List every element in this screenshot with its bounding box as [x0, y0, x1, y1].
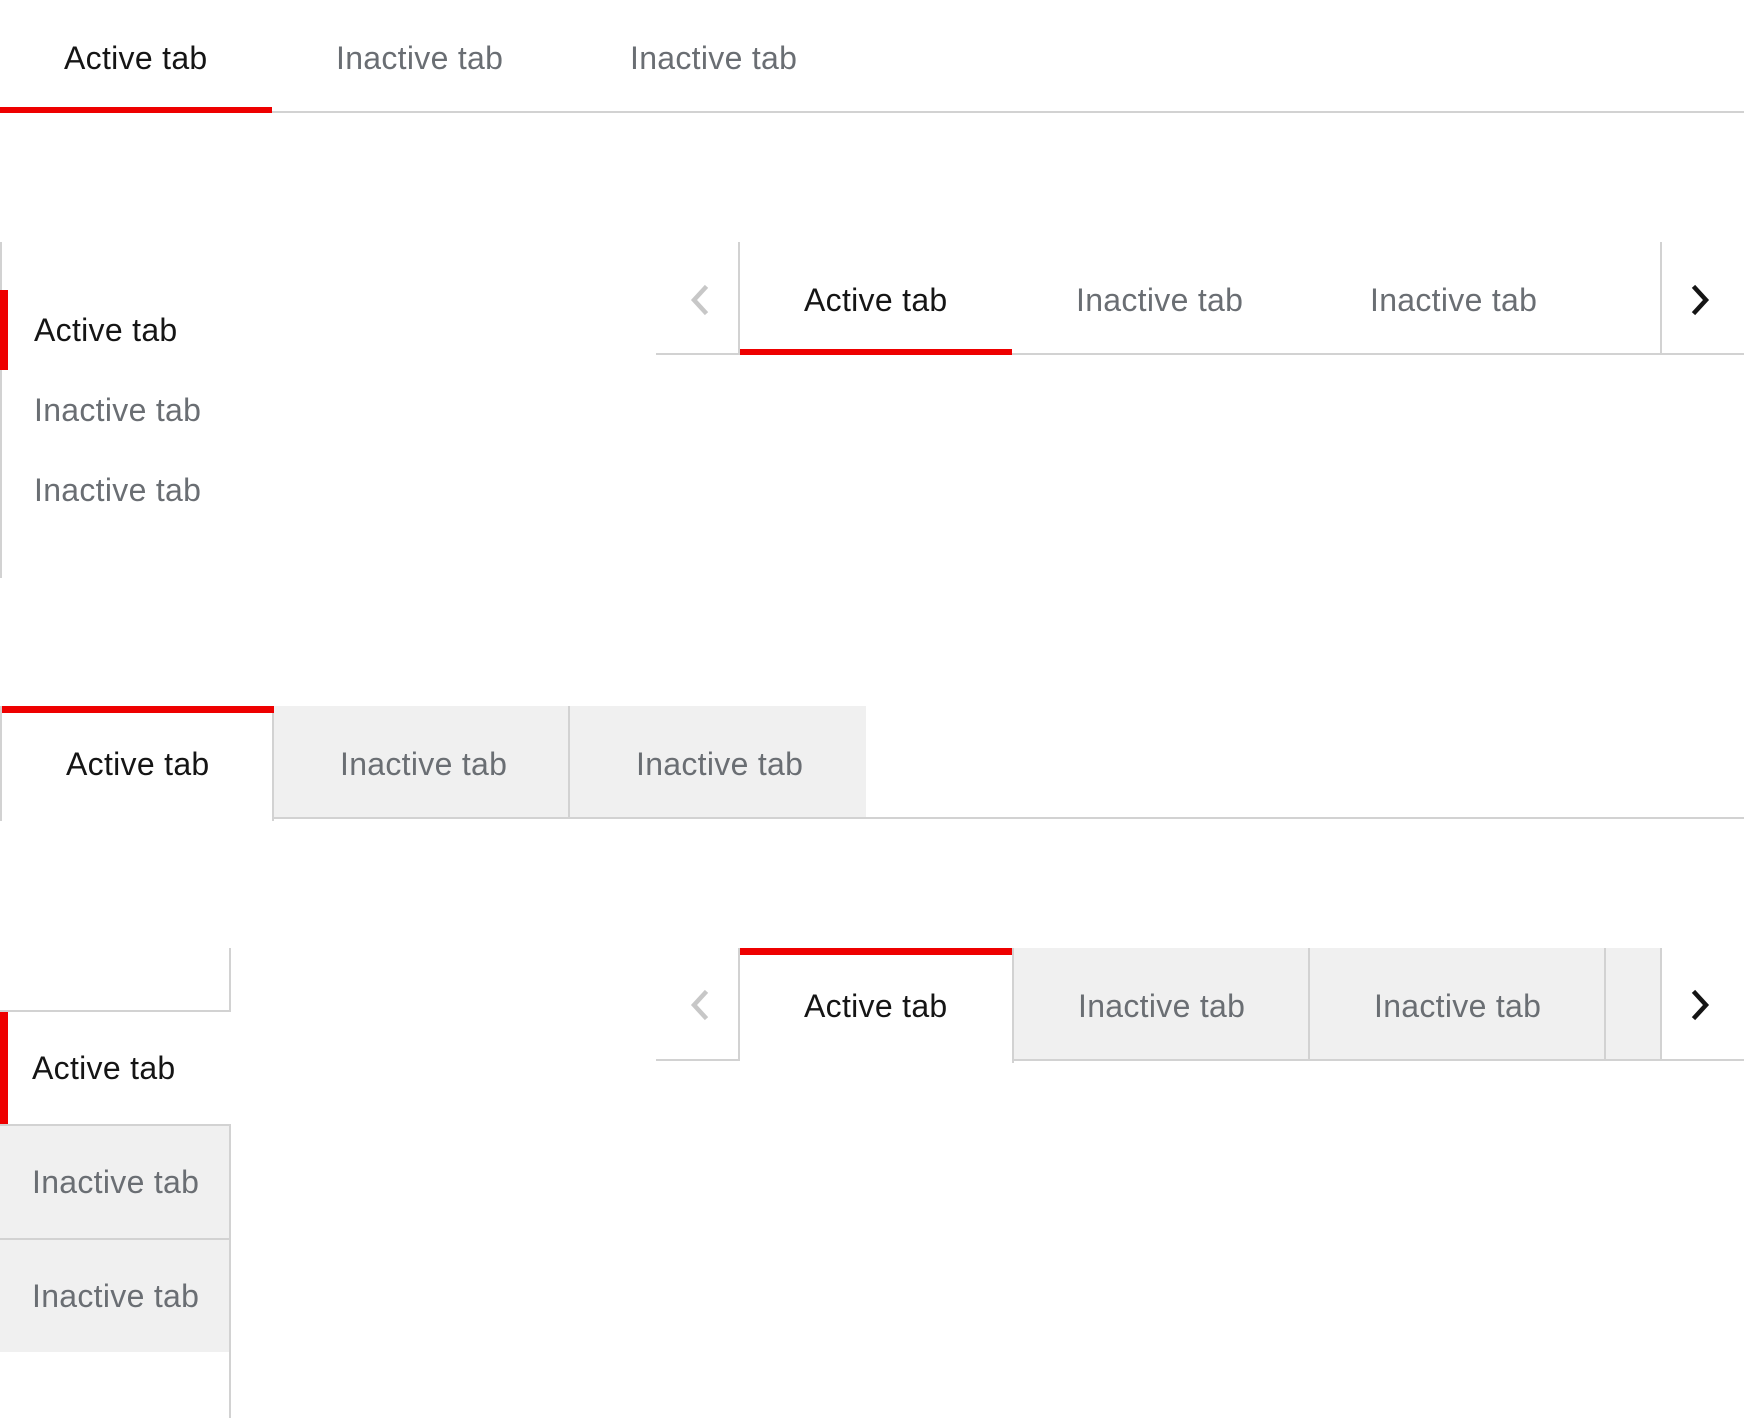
tab-label: Inactive tab — [630, 40, 798, 76]
tab-label: Inactive tab — [32, 1278, 200, 1314]
scroll-right-button[interactable] — [1662, 948, 1744, 1061]
tab-divider — [0, 1238, 231, 1240]
vertical-tabs-border — [229, 1124, 231, 1418]
tab-label: Inactive tab — [636, 746, 804, 782]
filled-tabs: Active tab Inactive tab Inactive tab — [0, 706, 1744, 821]
tab-inactive-1[interactable]: Inactive tab — [0, 1126, 229, 1238]
active-tab-indicator — [0, 107, 272, 113]
active-tab-indicator — [740, 948, 1012, 955]
scroll-left-divider — [738, 948, 740, 1061]
active-tab-indicator — [0, 1012, 8, 1124]
tab-active[interactable]: Active tab — [0, 706, 274, 821]
tab-label: Active tab — [32, 1050, 176, 1086]
tab-label: Active tab — [804, 988, 948, 1024]
active-tab-top-border — [0, 1010, 231, 1012]
vertical-tabs: Active tab Inactive tab Inactive tab — [0, 242, 300, 578]
scrollable-tabs: Active tab Inactive tab Inactive tab — [656, 242, 1744, 357]
tab-inactive-2[interactable]: Inactive tab — [1306, 242, 1600, 355]
tabs-bottom-border — [0, 111, 1744, 113]
tab-inactive-1[interactable]: Inactive tab — [274, 706, 570, 819]
tab-label: Inactive tab — [340, 746, 508, 782]
tabs-bottom-border-right — [1014, 1059, 1744, 1061]
tab-label: Inactive tab — [1370, 282, 1538, 318]
scroll-left-divider — [738, 242, 740, 355]
tab-inactive-2[interactable]: Inactive tab — [1310, 948, 1606, 1061]
tab-label: Inactive tab — [1078, 988, 1246, 1024]
tab-label: Inactive tab — [34, 472, 202, 508]
active-tab-indicator — [0, 290, 8, 370]
tab-inactive-2[interactable]: Inactive tab — [0, 450, 300, 530]
filled-scrollable-tabs: Active tab Inactive tab Inactive tab — [656, 948, 1744, 1063]
scroll-right-divider — [1660, 242, 1662, 355]
tab-inactive-1[interactable]: Inactive tab — [1012, 242, 1306, 355]
tab-active[interactable]: Active tab — [740, 242, 1012, 355]
scroll-left-button[interactable] — [656, 242, 740, 355]
scroll-right-divider — [1660, 948, 1662, 1061]
tab-active[interactable]: Active tab — [0, 1012, 231, 1124]
vertical-tabs-border-top — [229, 948, 231, 1012]
tab-inactive-2[interactable]: Inactive tab — [570, 706, 866, 819]
tab-label: Inactive tab — [1076, 282, 1244, 318]
tabs-bottom-border-left — [656, 1059, 740, 1061]
scroll-left-button[interactable] — [656, 948, 740, 1061]
tab-inactive-1[interactable]: Inactive tab — [272, 0, 566, 113]
tab-label: Active tab — [64, 40, 208, 76]
tabs-bottom-border — [656, 353, 1744, 355]
active-tab-indicator — [2, 706, 274, 713]
tab-inactive-1[interactable]: Inactive tab — [1014, 948, 1310, 1061]
tab-label: Inactive tab — [1374, 988, 1542, 1024]
chevron-left-icon — [690, 284, 709, 316]
chevron-left-icon — [690, 989, 709, 1021]
scroll-right-button[interactable] — [1662, 242, 1744, 355]
tab-overflow[interactable] — [1606, 948, 1660, 1061]
tab-active[interactable]: Active tab — [740, 948, 1014, 1063]
tab-inactive-2[interactable]: Inactive tab — [0, 1240, 229, 1352]
tab-label: Active tab — [34, 312, 178, 348]
tab-inactive-2[interactable]: Inactive tab — [566, 0, 860, 113]
filled-vertical-tabs: Active tab Inactive tab Inactive tab — [0, 948, 240, 1418]
active-tab-indicator — [740, 349, 1012, 355]
chevron-right-icon — [1691, 989, 1710, 1021]
tab-label: Inactive tab — [32, 1164, 200, 1200]
tabs-bottom-border — [274, 817, 1744, 819]
tab-label: Inactive tab — [336, 40, 504, 76]
horizontal-tabs: Active tab Inactive tab Inactive tab — [0, 0, 1744, 115]
tab-label: Inactive tab — [34, 392, 202, 428]
tab-inactive-1[interactable]: Inactive tab — [0, 370, 300, 450]
tab-active[interactable]: Active tab — [0, 0, 272, 113]
tab-label: Active tab — [804, 282, 948, 318]
chevron-right-icon — [1691, 284, 1710, 316]
tab-active[interactable]: Active tab — [0, 290, 300, 370]
tab-label: Active tab — [66, 746, 210, 782]
active-tab-bottom-border — [0, 1124, 231, 1126]
vertical-tabs-border — [0, 242, 2, 578]
